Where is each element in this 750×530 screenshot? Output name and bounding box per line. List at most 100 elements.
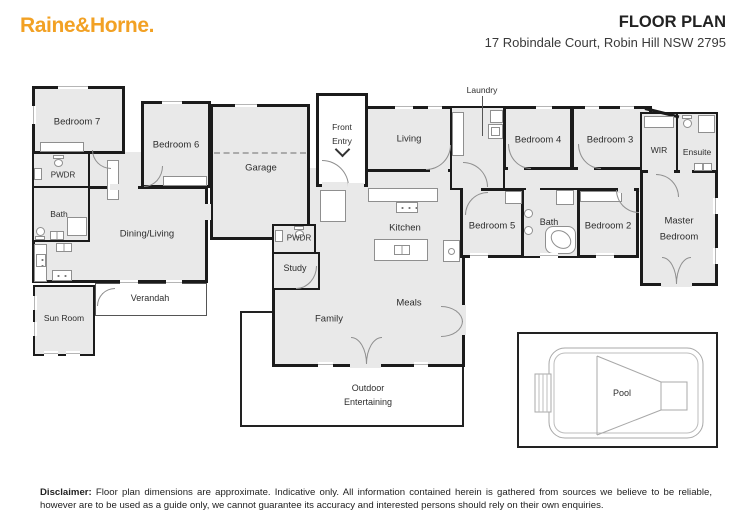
door-gap [205,204,211,220]
label-pwdr-left: PWDR [50,170,76,180]
toilet-icon [295,230,304,238]
door-gap [350,361,381,368]
wardrobe-icon [505,191,522,204]
label-living: Living [396,133,422,145]
page-title: FLOOR PLAN [618,13,726,31]
pool-area [517,332,718,448]
sink-icon [694,163,712,171]
window-marker [536,104,552,109]
shower-icon [556,190,574,205]
door-gap [465,187,481,193]
sink-icon [275,230,283,242]
window-marker [66,351,80,356]
label-bedroom-7: Bedroom 7 [53,116,101,128]
label-family: Family [315,313,343,325]
toilet-icon [682,115,692,119]
label-bath-left: Bath [50,209,68,219]
fridge-icon [448,248,455,255]
window-marker [32,322,37,336]
toilet-icon [683,119,692,128]
window-marker [713,198,718,214]
door-gap [648,169,662,174]
label-garage: Garage [245,162,277,174]
window-marker [31,106,36,124]
stove-icon [396,202,418,213]
window-marker [58,84,88,89]
kitchen-counter [368,188,438,202]
label-outdoor-entertaining: Entertaining [343,397,393,407]
sink-icon [394,245,410,255]
shower-icon [67,217,87,236]
wir-shelf-icon [644,116,674,128]
window-marker [470,253,488,258]
property-address: 17 Robindale Court, Robin Hill NSW 2795 [484,35,726,50]
door-gap [110,184,138,190]
disclaimer-text: Floor plan dimensions are approximate. I… [40,487,712,512]
window-marker [44,351,58,356]
sink-icon [56,243,72,252]
label-bedroom-6: Bedroom 6 [152,139,200,151]
pool-icon [534,347,704,439]
washer-icon [491,127,500,136]
toilet-icon [36,227,45,236]
sink-icon [524,209,533,218]
wardrobe-icon [163,176,207,186]
door-gap [430,167,448,173]
brand-logo: Raine&Horne. [20,14,155,37]
label-outdoor-entertaining: Outdoor [351,383,385,393]
room-sun-room [33,285,95,356]
label-bedroom-3: Bedroom 3 [586,134,634,146]
laundry-cupboard [452,112,464,156]
label-ensuite: Ensuite [682,147,712,157]
label-master-bedroom: Master [664,215,694,227]
label-bedroom-4: Bedroom 4 [514,134,562,146]
laundry-cupboard [490,110,503,123]
window-marker [713,248,718,264]
window-marker [162,99,182,104]
toilet-icon [53,155,64,159]
label-pool: Pool [612,388,632,398]
window-marker [585,104,599,109]
window-marker [318,362,333,367]
label-study: Study [283,263,307,273]
door-gap [578,166,594,172]
appliance-icon [52,270,72,281]
entry-closet [320,190,346,222]
room-garage [210,104,310,240]
label-meals: Meals [396,297,422,309]
label-laundry: Laundry [466,85,498,95]
stove-icon [36,254,46,267]
label-pwdr-center: PWDR [286,233,312,243]
label-verandah: Verandah [130,293,170,303]
toilet-icon [35,236,45,240]
door-gap [656,168,674,174]
label-bath-right: Bath [539,217,559,227]
window-marker [235,102,257,107]
sink-icon [524,226,533,235]
toilet-icon [54,159,63,167]
sink-icon [34,168,42,180]
window-marker [596,253,614,258]
label-front-entry: Entry [332,136,352,146]
label-dining-living: Dining/Living [119,228,175,240]
garage-door-line [214,152,306,154]
shower-icon [698,115,715,133]
window-marker [414,362,428,367]
window-marker [166,280,182,285]
window-marker [120,280,138,285]
toilet-icon [294,226,304,230]
door-gap [526,187,540,193]
laundry-leader-line [482,96,483,136]
door-gap [680,169,692,174]
sink-icon [50,231,64,240]
linen-closet-icon [107,160,119,200]
label-kitchen: Kitchen [389,222,421,234]
label-master-bedroom: Bedroom [659,231,699,243]
label-bedroom-2: Bedroom 2 [584,220,632,232]
disclaimer-label: Disclaimer: [40,487,92,498]
disclaimer: Disclaimer: Floor plan dimensions are ap… [40,486,712,513]
window-marker [620,104,634,109]
label-front-entry: Front [332,122,352,132]
window-marker [540,253,558,258]
